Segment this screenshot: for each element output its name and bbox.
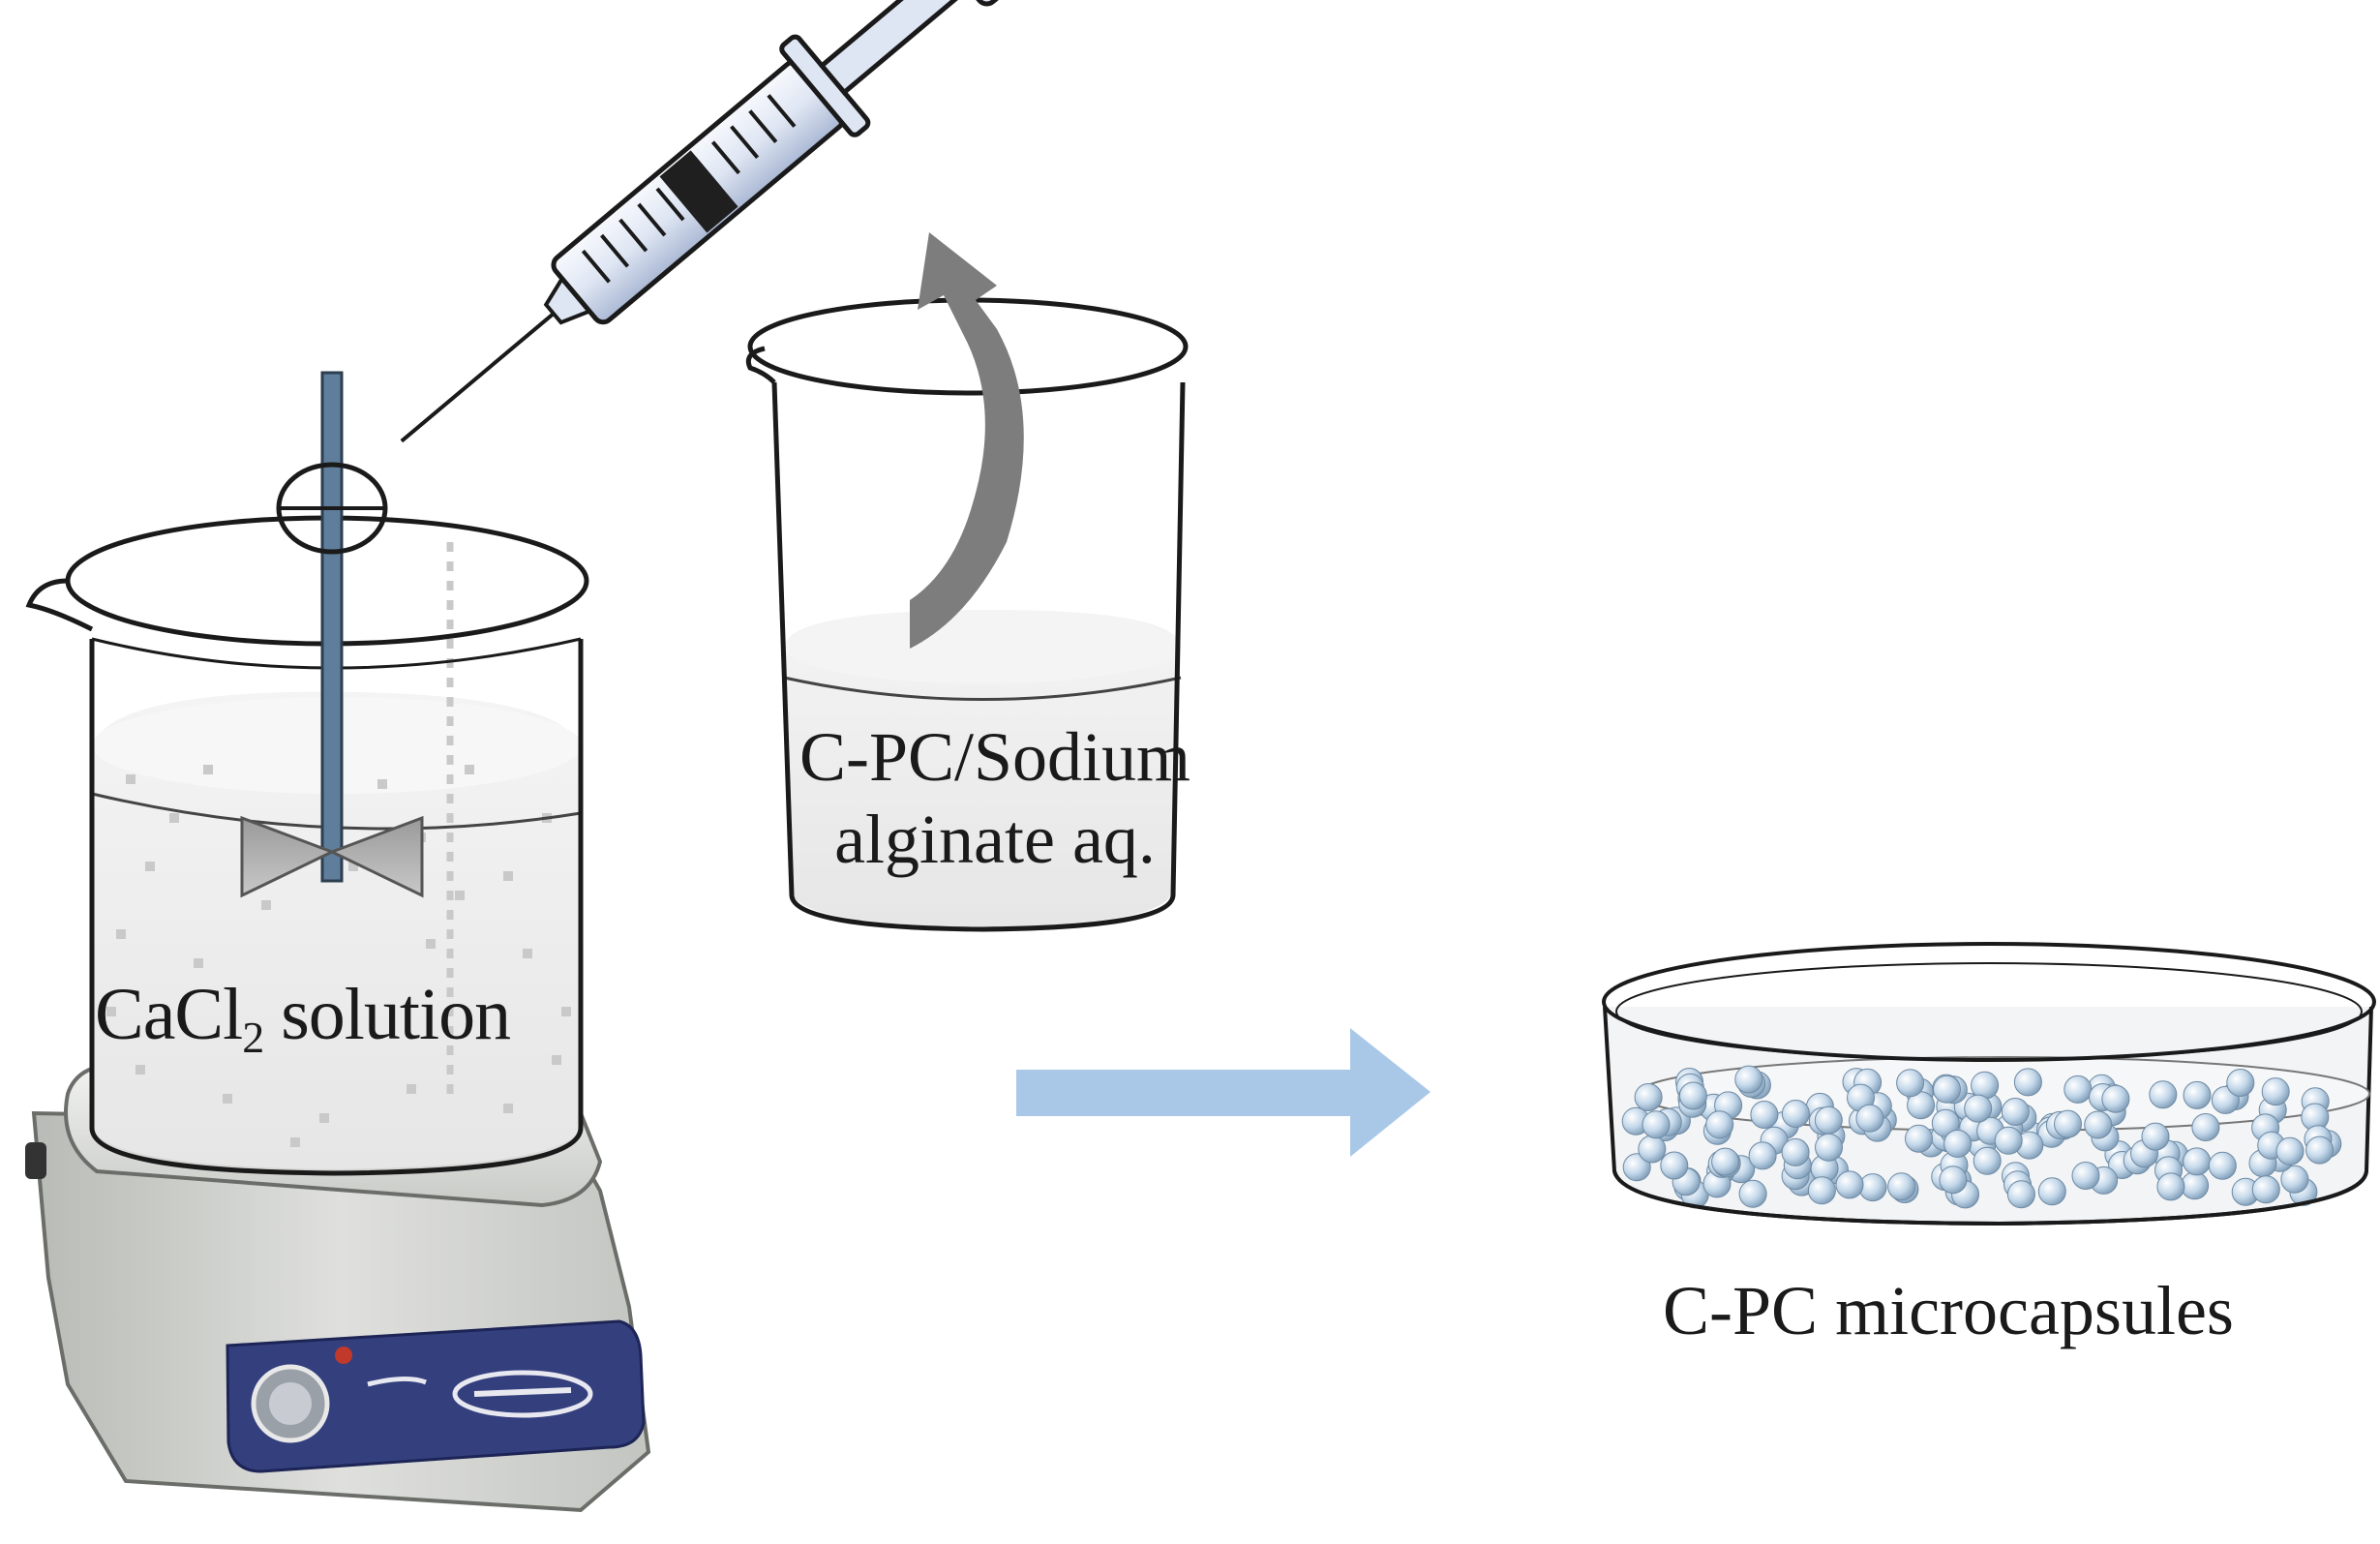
cacl2-rest-text: solution: [263, 974, 511, 1055]
stirring-rod-icon: [240, 371, 424, 898]
microcapsule-sphere: [1807, 1176, 1836, 1205]
right-arrow-icon: [1016, 1028, 1431, 1157]
microcapsule-sphere: [2156, 1172, 2185, 1201]
microcapsule-sphere: [1887, 1172, 1916, 1201]
microcapsule-sphere: [2275, 1136, 2305, 1166]
microcapsule-sphere: [2183, 1080, 2212, 1109]
microcapsule-sphere: [2064, 1075, 2093, 1104]
microcapsule-sphere: [1855, 1104, 1884, 1133]
alginate-label-line1: C-PC/Sodium: [798, 718, 1191, 796]
microcapsule-sphere: [2305, 1135, 2335, 1165]
microcapsules-label: C-PC microcapsules: [1663, 1272, 2234, 1349]
microcapsule-sphere: [2141, 1122, 2170, 1151]
syringe-icon: [400, 0, 1003, 443]
microcapsule-sphere: [2101, 1084, 2130, 1113]
microcapsule-sphere: [1814, 1105, 1843, 1135]
microcapsule-sphere: [1905, 1124, 1933, 1153]
petri-dish-icon: [1602, 942, 2376, 1226]
microcapsule-sphere: [1705, 1110, 1734, 1139]
microcapsule-sphere: [2183, 1147, 2212, 1176]
alginate-solution-label: C-PC/Sodium alginate aq.: [743, 716, 1247, 881]
microcapsule-sphere: [2191, 1113, 2220, 1141]
microcapsule-sphere: [2208, 1151, 2237, 1180]
microcapsule-sphere: [2261, 1077, 2290, 1106]
microcapsule-sphere: [1734, 1065, 1763, 1094]
microcapsule-sphere: [1748, 1141, 1777, 1170]
microcapsule-sphere: [2280, 1165, 2309, 1194]
microcapsule-sphere: [1711, 1147, 1740, 1176]
microcapsule-sphere: [2226, 1069, 2255, 1097]
microcapsule-sphere: [1815, 1133, 1843, 1162]
curved-arrow-icon: [910, 232, 1024, 649]
microcapsule-sphere: [1750, 1101, 1779, 1129]
cacl2-main-text: CaCl: [95, 974, 243, 1055]
microcapsule-sphere: [1943, 1129, 1973, 1158]
cacl2-subscript: 2: [242, 1013, 264, 1062]
microcapsule-sphere: [1973, 1146, 2002, 1175]
microcapsule-sphere: [1622, 1153, 1651, 1182]
microcapsule-sphere: [1939, 1166, 1968, 1195]
microcapsule-sphere: [1994, 1126, 2023, 1155]
indicator-light-icon: [335, 1347, 352, 1364]
microcapsule-sphere: [1642, 1110, 1671, 1139]
microcapsule-sphere: [1678, 1081, 1707, 1110]
microcapsule-sphere: [1638, 1135, 1667, 1164]
alginate-label-line2: alginate aq.: [834, 800, 1156, 878]
microcapsule-sphere: [1738, 1179, 1767, 1208]
microcapsule-sphere: [2054, 1109, 2082, 1138]
microcapsule-sphere: [2001, 1098, 2030, 1126]
microcapsule-sphere: [2006, 1180, 2035, 1209]
microcapsule-sphere: [1660, 1151, 1689, 1180]
microcapsule-spheres: [1621, 1065, 2342, 1209]
microcapsule-sphere: [2084, 1110, 2113, 1139]
microcapsule-sphere: [2013, 1068, 2042, 1097]
microcapsule-sphere: [2181, 1171, 2210, 1200]
microcapsule-sphere: [1964, 1094, 1993, 1123]
microcapsule-sphere: [1634, 1083, 1663, 1111]
microcapsule-sphere: [2149, 1080, 2178, 1109]
side-knob-icon: [25, 1142, 46, 1179]
microcapsule-sphere: [1835, 1170, 1864, 1199]
microcapsule-sphere: [1781, 1137, 1810, 1166]
cacl2-solution-label: CaCl2 solution: [95, 978, 511, 1060]
microcapsule-sphere: [1896, 1069, 1925, 1098]
microcapsule-sphere: [2037, 1177, 2066, 1206]
microcapsule-sphere: [2251, 1175, 2280, 1204]
control-panel: [226, 1319, 646, 1473]
microcapsule-sphere: [2071, 1162, 2100, 1190]
microcapsule-sphere: [1781, 1100, 1810, 1128]
microcapsule-sphere: [1933, 1075, 1961, 1104]
